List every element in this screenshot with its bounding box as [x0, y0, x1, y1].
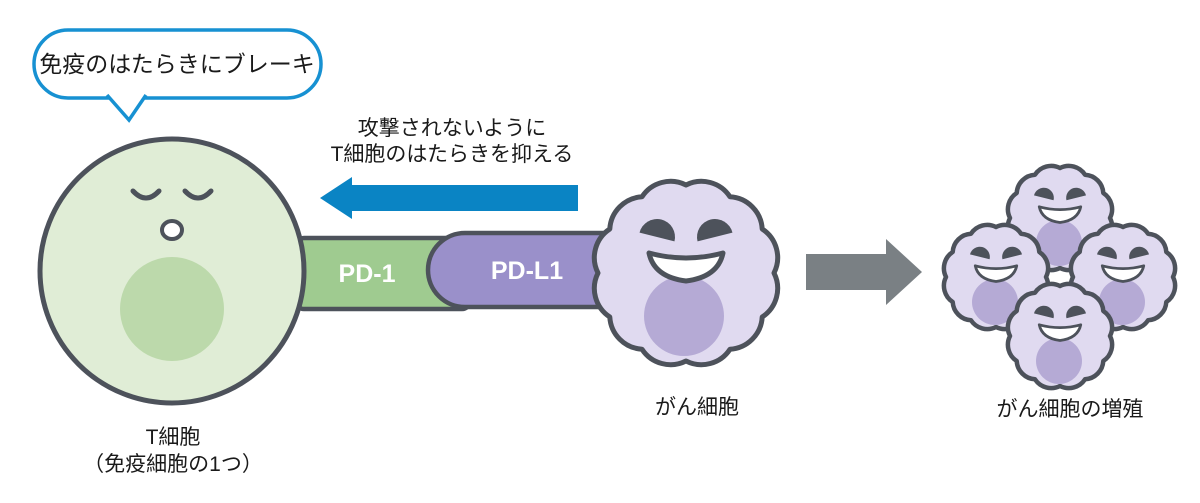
- t-cell-label-line2: （免疫細胞の1つ）: [83, 453, 263, 476]
- closed-right-eye-icon: [182, 188, 214, 201]
- t-cell: [37, 136, 307, 406]
- pd1-label: PD-1: [339, 260, 396, 288]
- cancer-cell: [594, 181, 777, 364]
- sleepy-face: [130, 188, 214, 241]
- t-cell-label-line1: T細胞: [146, 426, 201, 449]
- inhibit-caption-line1: 攻撃されないように: [358, 117, 547, 140]
- closed-left-eye-icon: [130, 188, 162, 201]
- speech-bubble-text: 免疫のはたらきにブレーキ: [39, 51, 315, 77]
- left-arrow-icon: [320, 177, 578, 219]
- right-arrow-icon: [806, 239, 922, 305]
- speech-bubble-tail: [105, 93, 148, 123]
- open-mouth-icon: [160, 219, 184, 241]
- inhibition-annotation: 攻撃されないように T細胞のはたらきを抑える: [320, 117, 578, 219]
- pdl1-label: PD-L1: [491, 257, 563, 285]
- speech-bubble: 免疫のはたらきにブレーキ: [32, 28, 323, 123]
- t-cell-nucleus: [120, 257, 224, 361]
- inhibit-caption-line2: T細胞のはたらきを抑える: [331, 143, 574, 166]
- cancer-cell-label: がん細胞: [655, 396, 739, 419]
- cancer-cell-cluster: [944, 166, 1175, 388]
- cluster-cell-bottom: [1008, 284, 1112, 388]
- pdl1-ligand-bar: [425, 230, 606, 310]
- proliferation-label: がん細胞の増殖: [997, 398, 1144, 421]
